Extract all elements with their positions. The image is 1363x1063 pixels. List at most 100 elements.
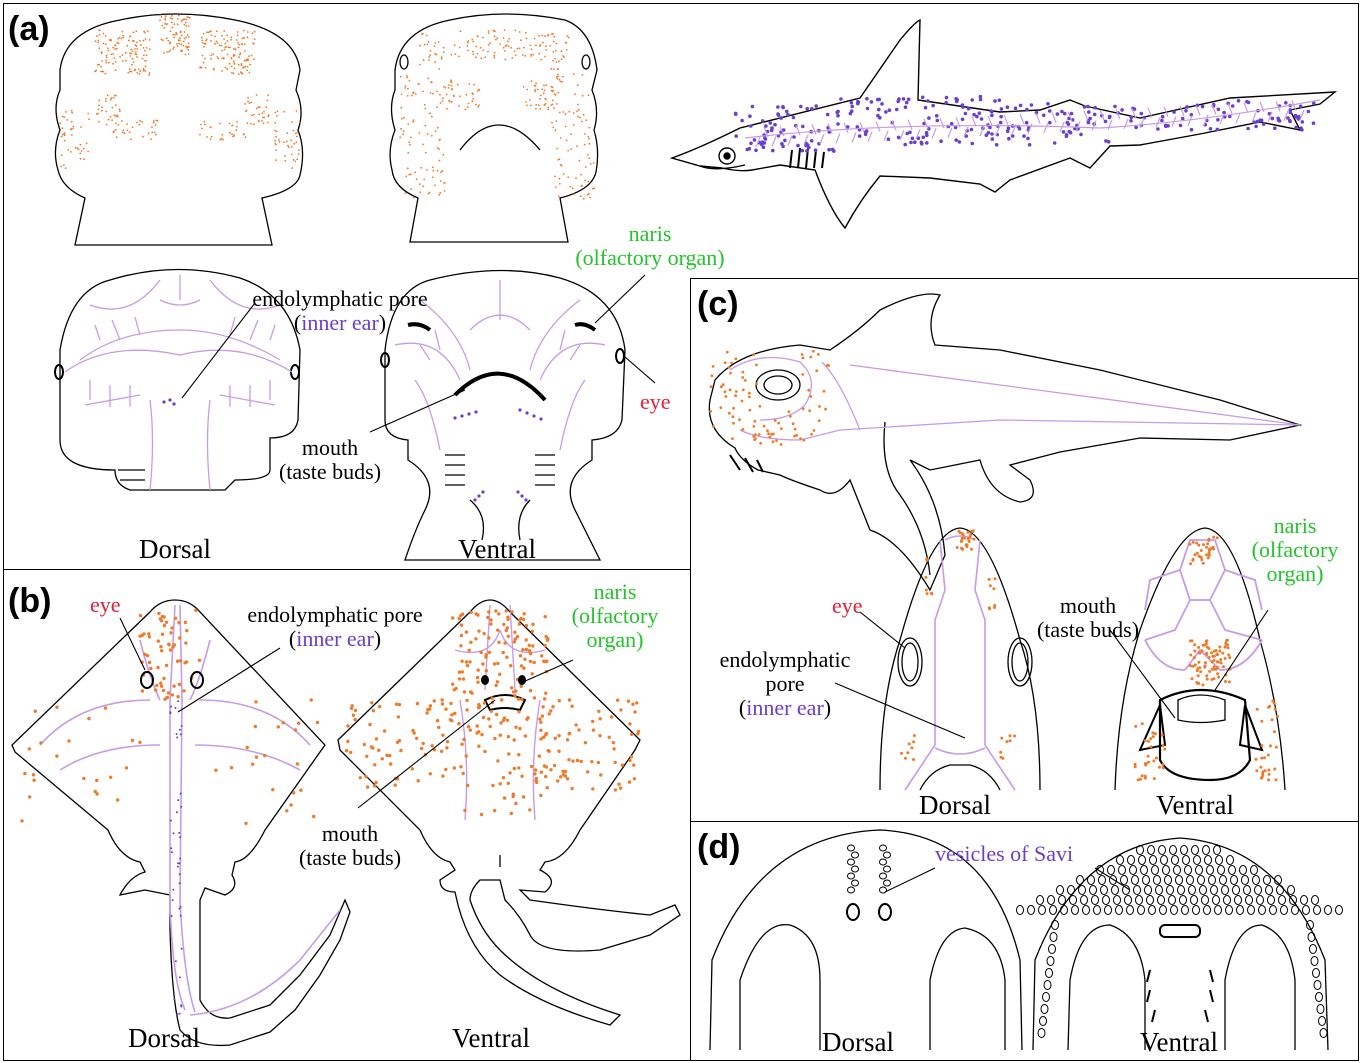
pore-dot	[142, 54, 145, 56]
pore-dot	[226, 34, 229, 37]
pore-dot	[555, 120, 558, 122]
vesicle	[1182, 855, 1190, 865]
pore-dot	[796, 143, 800, 148]
lateral-line-branch	[1147, 107, 1153, 118]
pore-dot	[95, 69, 98, 72]
pore-dot	[164, 620, 169, 624]
pore-dot	[246, 31, 249, 33]
pore-dot	[545, 49, 547, 51]
pore-dot	[206, 31, 208, 34]
pore-dot	[896, 135, 901, 140]
pore-dot	[599, 773, 603, 777]
pore-dot	[856, 99, 860, 104]
pore-dot	[525, 717, 529, 721]
pore-dot	[529, 99, 531, 101]
pore-dot	[1276, 118, 1281, 122]
pore-dot	[410, 188, 412, 191]
pore-dot	[161, 39, 164, 42]
vesicle	[1243, 885, 1251, 895]
pore-dot	[159, 14, 162, 17]
pore-dot	[504, 58, 507, 61]
pore-dot	[766, 429, 769, 433]
pore-dot	[290, 146, 293, 148]
pore-dot	[988, 607, 992, 611]
pore-dot	[525, 101, 527, 103]
pore-dot	[489, 42, 491, 45]
lateral-line-branch	[995, 125, 1001, 136]
vesicle	[1186, 875, 1194, 885]
d-ventral-vesicles	[1016, 845, 1343, 1038]
pore-dot	[1000, 736, 1004, 740]
pore-dot	[543, 643, 547, 648]
pore-dot	[225, 46, 228, 48]
pore-dot	[295, 110, 298, 112]
vesicle	[1265, 885, 1273, 895]
pore-dot	[183, 23, 186, 26]
pore-dot	[584, 166, 587, 168]
pore-dot	[957, 140, 962, 144]
panel-d	[690, 821, 1359, 1061]
vesicle	[1245, 895, 1253, 905]
pore-dot	[267, 121, 269, 124]
pore-dot	[709, 385, 713, 389]
pore-dot	[173, 23, 176, 25]
pore-dot	[755, 363, 758, 367]
pore-dot	[1208, 127, 1213, 131]
pore-dot	[349, 706, 354, 710]
pore-dot	[434, 61, 437, 63]
b-ventral-nares	[481, 675, 526, 685]
pore-dot	[586, 154, 589, 156]
pore-dot	[368, 722, 372, 727]
pore-dot	[540, 654, 544, 658]
pore-dot	[93, 789, 97, 794]
pore-dot	[494, 683, 498, 688]
pore-dot	[183, 37, 186, 40]
pore-dot	[1193, 553, 1197, 557]
pore-dot	[1093, 105, 1097, 110]
pore-dot	[187, 42, 190, 44]
pore-dot	[1133, 762, 1137, 766]
pore-dot	[559, 80, 562, 83]
vesicle	[1109, 875, 1117, 885]
vesicle	[1111, 885, 1119, 895]
pore-dot	[987, 577, 991, 581]
pore-dot	[564, 42, 567, 44]
pore-dot	[266, 99, 269, 102]
vesicle	[1160, 855, 1168, 865]
pore-dot	[346, 739, 350, 744]
pore-dot	[855, 125, 860, 129]
pore-dot	[400, 106, 403, 109]
pore-dot	[275, 159, 277, 162]
pore-dot	[244, 110, 247, 113]
pore-dot	[582, 197, 585, 200]
vesicle	[1206, 865, 1214, 875]
pore-dot	[502, 796, 507, 800]
pore-dot	[482, 49, 485, 52]
pore-dot	[296, 131, 299, 134]
pore-dot	[500, 698, 504, 702]
pore-dot	[70, 151, 72, 153]
pore-dot	[809, 355, 813, 359]
vesicle	[1076, 875, 1084, 885]
pore-dot	[927, 116, 931, 120]
pore-dot	[1197, 651, 1201, 655]
pore-dot	[1216, 660, 1220, 664]
pore-dot	[427, 77, 430, 80]
pore-dot	[33, 709, 37, 713]
pore-dot	[479, 812, 484, 817]
pore-dot	[172, 832, 175, 835]
vesicle	[883, 851, 891, 859]
pore-dot	[958, 531, 962, 535]
pore-dot	[534, 90, 536, 93]
pore-dot	[231, 133, 233, 136]
pore-dot	[1246, 100, 1251, 105]
pore-dot	[543, 84, 545, 87]
pore-dot	[174, 33, 176, 36]
pore-dot	[374, 737, 379, 741]
pore-dot	[493, 56, 496, 59]
pore-dot	[39, 741, 43, 745]
pore-dot	[110, 53, 113, 56]
pore-dot	[544, 774, 548, 779]
pore-dot	[98, 99, 101, 102]
lateral-line-branch	[1179, 105, 1185, 117]
